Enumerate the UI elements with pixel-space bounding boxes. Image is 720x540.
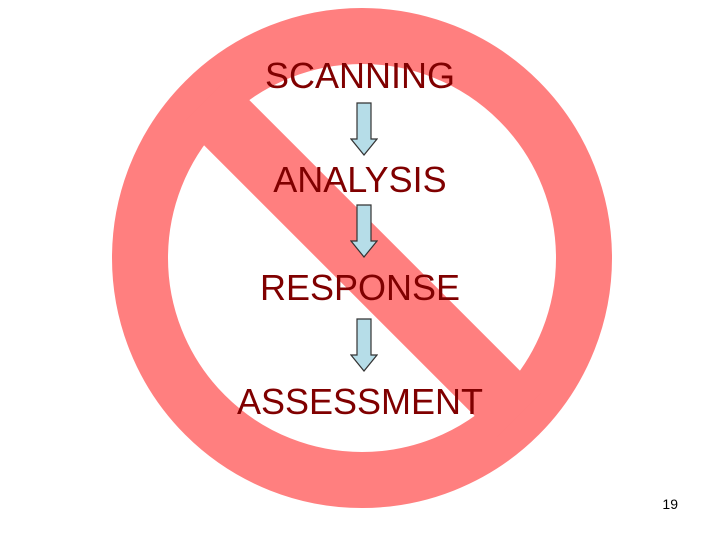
step-scanning: SCANNING: [264, 55, 456, 96]
step-response: RESPONSE: [259, 267, 461, 308]
down-arrow-icon: [350, 102, 378, 156]
down-arrow-icon: [350, 204, 378, 258]
down-arrow-icon: [350, 318, 378, 372]
prohibition-slash: [182, 78, 542, 438]
prohibition-ring: [112, 8, 612, 508]
step-assessment: ASSESSMENT: [236, 381, 484, 422]
step-analysis: ANALYSIS: [273, 159, 447, 200]
page-number: 19: [662, 496, 678, 512]
